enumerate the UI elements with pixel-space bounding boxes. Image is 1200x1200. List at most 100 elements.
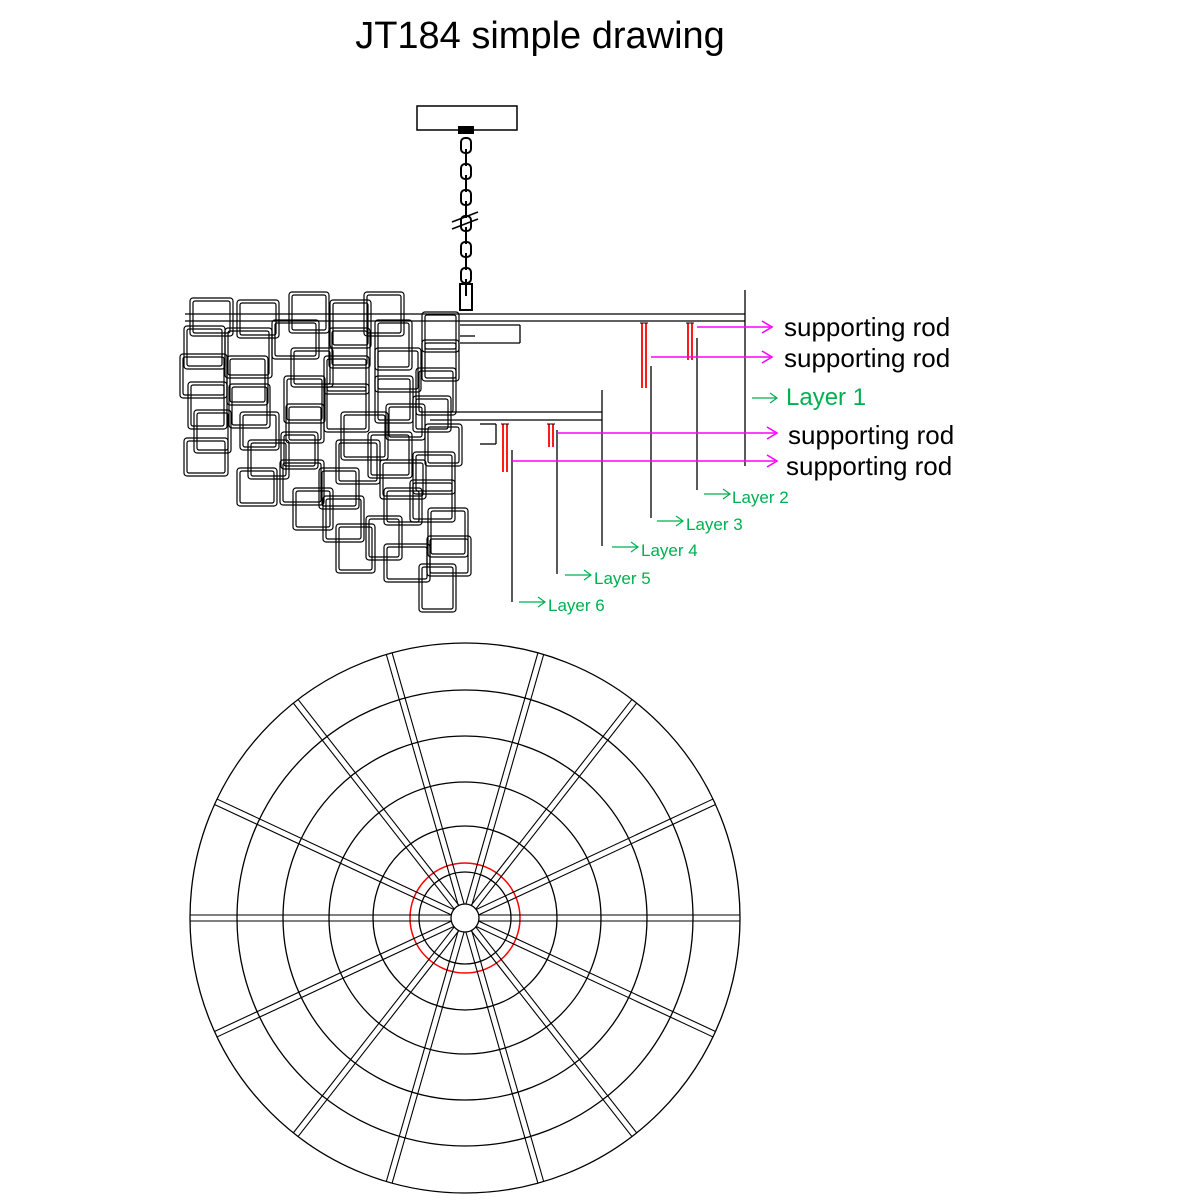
ring xyxy=(340,411,389,461)
ring xyxy=(427,507,469,558)
ring xyxy=(426,535,472,577)
ring xyxy=(226,355,269,406)
ring xyxy=(236,299,280,339)
plan-spoke xyxy=(470,930,633,1137)
plan-spoke xyxy=(476,926,714,1038)
ring xyxy=(274,322,317,357)
ring xyxy=(322,495,365,543)
plan-spoke xyxy=(292,926,455,1134)
plan-spoke xyxy=(465,932,539,1184)
ring xyxy=(424,342,457,379)
plan-spoke xyxy=(478,804,716,916)
ring xyxy=(328,327,371,369)
plan-spoke xyxy=(216,926,454,1038)
ring xyxy=(363,291,405,337)
plan-ring xyxy=(282,735,648,1101)
ring xyxy=(367,431,413,479)
ring xyxy=(338,526,373,571)
ring xyxy=(332,302,369,346)
rod-label: supporting rod xyxy=(788,420,954,450)
chain-break-mark xyxy=(451,218,479,230)
ring xyxy=(183,437,229,477)
ring xyxy=(283,434,316,467)
ring xyxy=(271,319,320,360)
ring xyxy=(415,398,449,430)
side-view xyxy=(179,105,746,613)
decorative-rings xyxy=(179,291,472,613)
layer-frames xyxy=(185,290,746,466)
ring xyxy=(323,383,370,433)
ring xyxy=(377,350,419,390)
ring xyxy=(418,563,457,613)
plan-spoke xyxy=(297,930,460,1137)
ring xyxy=(288,291,330,334)
ring xyxy=(229,358,266,403)
ring xyxy=(421,339,460,382)
page-title: JT184 simple drawing xyxy=(355,15,725,57)
ring xyxy=(193,409,232,454)
rod-label: supporting rod xyxy=(784,343,950,373)
ring xyxy=(286,378,323,421)
ring xyxy=(366,294,402,334)
layer-arrows xyxy=(519,392,779,608)
ring xyxy=(377,378,411,421)
ring xyxy=(338,442,378,482)
ring xyxy=(329,299,372,349)
ring xyxy=(412,482,453,520)
ring xyxy=(385,403,426,441)
ring xyxy=(331,330,368,366)
ring xyxy=(335,523,376,574)
ring xyxy=(282,462,322,503)
layer-label: Layer 4 xyxy=(641,541,698,560)
ring xyxy=(430,510,466,555)
ring xyxy=(343,414,386,458)
plan-ring xyxy=(450,903,480,933)
ring xyxy=(421,311,460,353)
ring xyxy=(288,406,322,441)
plan-spoke xyxy=(216,798,454,910)
ring xyxy=(239,411,280,451)
plan-spoke xyxy=(385,930,459,1182)
ring xyxy=(377,322,410,368)
ring xyxy=(279,459,325,506)
ring xyxy=(415,454,453,492)
plan-spoke xyxy=(214,804,452,916)
plan-spoke xyxy=(470,699,633,906)
ring xyxy=(412,395,452,433)
plan-ring xyxy=(236,689,694,1147)
ring xyxy=(239,302,277,336)
ring xyxy=(283,375,326,424)
ring xyxy=(323,355,370,395)
ring xyxy=(318,467,360,510)
plan-spoke xyxy=(214,920,452,1032)
ring xyxy=(190,384,225,427)
plan-spoke xyxy=(476,798,714,910)
hanging-chain xyxy=(460,137,472,296)
supporting-rods xyxy=(502,323,693,472)
plan-spoke xyxy=(391,932,465,1184)
ring xyxy=(383,543,431,583)
ring xyxy=(386,490,420,523)
ring xyxy=(374,319,413,371)
plan-center-ring xyxy=(409,862,521,974)
canopy-fitting xyxy=(458,126,474,134)
ring xyxy=(424,423,463,467)
ring xyxy=(415,367,457,416)
chain-connector xyxy=(459,283,473,311)
plan-ring xyxy=(189,642,741,1194)
layer-label: Layer 6 xyxy=(548,596,605,615)
ring xyxy=(186,328,223,367)
ring xyxy=(427,426,460,464)
ring xyxy=(421,566,454,610)
plan-ring xyxy=(418,871,512,965)
ring xyxy=(374,375,414,424)
ring xyxy=(231,386,268,426)
ring xyxy=(186,440,226,474)
rod-arrows xyxy=(512,320,779,468)
ring xyxy=(187,381,228,430)
layer-label: Layer 3 xyxy=(686,515,743,534)
top-view-plan xyxy=(189,642,741,1194)
ring xyxy=(192,300,231,334)
ring xyxy=(409,479,456,523)
